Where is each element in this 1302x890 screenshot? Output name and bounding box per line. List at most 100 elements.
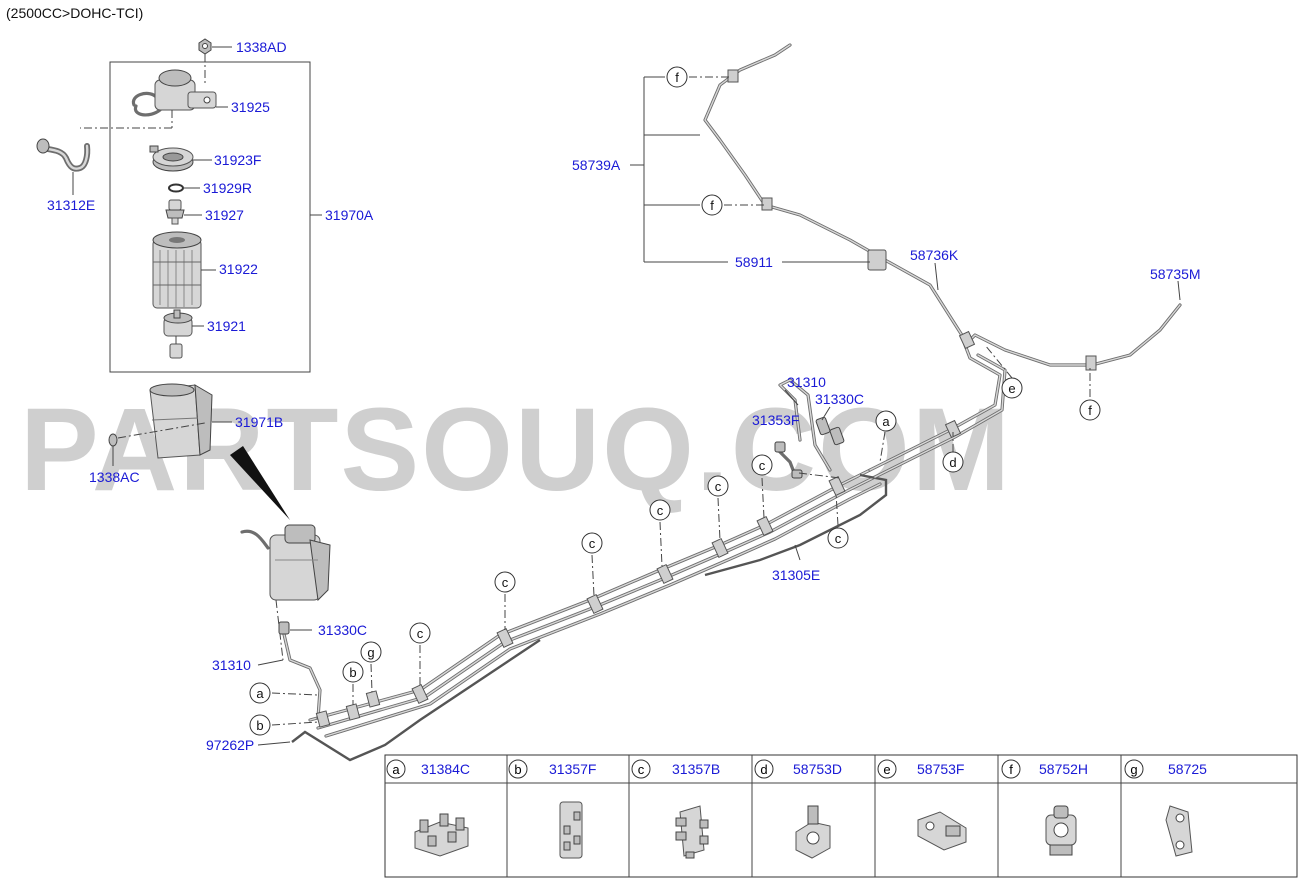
legend-part-d[interactable]: 58753D [793, 761, 842, 777]
svg-text:g: g [367, 645, 374, 660]
bubble-b-1: b [342, 661, 364, 683]
label-31971b[interactable]: 31971B [235, 414, 283, 430]
bubble-f-3: f [1079, 399, 1101, 421]
return-line-31305e [704, 473, 888, 577]
legend-part-a[interactable]: 31384C [421, 761, 470, 777]
return-line-lower [291, 639, 541, 762]
label-31312e[interactable]: 31312E [47, 197, 95, 213]
legend-part-g[interactable]: 58725 [1168, 761, 1207, 777]
svg-text:f: f [710, 198, 714, 213]
svg-text:e: e [883, 762, 890, 777]
clip-illustration-c [675, 805, 709, 859]
legend-part-e[interactable]: 58753F [917, 761, 964, 777]
clip-illustration-e [917, 811, 967, 851]
label-31927[interactable]: 31927 [205, 207, 244, 223]
bubble-a-low: a [249, 682, 271, 704]
svg-text:c: c [638, 762, 645, 777]
clip-illustration-b [559, 801, 583, 859]
pointer-wedge [230, 446, 290, 520]
installed-filter-assembly [240, 524, 331, 602]
legend-cell-g[interactable]: g 58725 [1124, 759, 1207, 779]
svg-text:b: b [514, 762, 521, 777]
bubble-d: d [942, 451, 964, 473]
svg-text:d: d [949, 455, 956, 470]
clip-illustration-d [795, 805, 831, 859]
pipe-31310-low [278, 621, 322, 720]
svg-text:f: f [675, 70, 679, 85]
legend-cell-c[interactable]: c 31357B [631, 759, 720, 779]
pipe-31310-top [778, 378, 845, 472]
label-31330c-top[interactable]: 31330C [815, 391, 864, 407]
svg-text:c: c [417, 626, 424, 641]
oring-31929r [168, 183, 184, 193]
bubble-c-4: c [649, 499, 671, 521]
bubble-g: g [360, 641, 382, 663]
label-1338ac[interactable]: 1338AC [89, 469, 140, 485]
bracket-31971b [149, 383, 213, 459]
filter-head-31925 [131, 69, 217, 117]
filter-element-31922 [152, 231, 202, 309]
bubble-f-1: f [666, 66, 688, 88]
filter-assembly-frame [109, 61, 311, 373]
bubble-f-2: f [701, 194, 723, 216]
svg-text:d: d [760, 762, 767, 777]
label-58736k[interactable]: 58736K [910, 247, 959, 263]
label-31305e[interactable]: 31305E [772, 567, 820, 583]
legend-cell-f[interactable]: f 58752H [1001, 759, 1088, 779]
bubble-c-1: c [751, 454, 773, 476]
label-31310-low[interactable]: 31310 [212, 657, 251, 673]
legend-part-b[interactable]: 31357F [549, 761, 596, 777]
svg-text:e: e [1008, 381, 1015, 396]
cap-31923f [149, 145, 194, 172]
legend-table: a 31384C b 31357F c 31357B d 58753D e 58… [384, 754, 1298, 878]
legend-part-c[interactable]: 31357B [672, 761, 720, 777]
sensor-31927 [165, 199, 185, 225]
label-31310-top[interactable]: 31310 [787, 374, 826, 390]
bubble-c-3: c [707, 475, 729, 497]
bubble-a-top: a [875, 410, 897, 432]
svg-text:a: a [256, 686, 264, 701]
legend-cell-e[interactable]: e 58753F [877, 759, 964, 779]
heater-31921 [163, 309, 193, 359]
label-31970a[interactable]: 31970A [325, 207, 374, 223]
hose-31353f [774, 441, 803, 479]
svg-text:a: a [882, 414, 890, 429]
clip-illustration-a [414, 813, 469, 857]
legend-cell-b[interactable]: b 31357F [508, 759, 596, 779]
svg-text:c: c [715, 479, 722, 494]
label-97262p[interactable]: 97262P [206, 737, 254, 753]
bubble-c-2: c [827, 527, 849, 549]
label-31925[interactable]: 31925 [231, 99, 270, 115]
clip-illustration-f [1045, 805, 1077, 856]
svg-text:c: c [835, 531, 842, 546]
label-1338ad[interactable]: 1338AD [236, 39, 287, 55]
bundle-clips [315, 69, 1097, 728]
label-31353f[interactable]: 31353F [752, 412, 799, 428]
label-58739a[interactable]: 58739A [572, 157, 621, 173]
svg-text:c: c [657, 503, 664, 518]
svg-text:f: f [1009, 762, 1013, 777]
label-31922[interactable]: 31922 [219, 261, 258, 277]
svg-text:f: f [1088, 403, 1092, 418]
label-58911[interactable]: 58911 [735, 254, 773, 270]
bubble-e: e [1001, 377, 1023, 399]
legend-cell-d[interactable]: d 58753D [754, 759, 842, 779]
label-31923f[interactable]: 31923F [214, 152, 261, 168]
label-31929r[interactable]: 31929R [203, 180, 252, 196]
svg-text:g: g [1130, 762, 1137, 777]
label-31921[interactable]: 31921 [207, 318, 246, 334]
clip-illustration-g [1165, 805, 1193, 857]
nut-1338ac [108, 433, 118, 447]
bubble-b-2: b [249, 714, 271, 736]
legend-cell-a[interactable]: a 31384C [386, 759, 470, 779]
bubble-c-7: c [409, 622, 431, 644]
label-31330c-low[interactable]: 31330C [318, 622, 367, 638]
bubble-c-5: c [581, 532, 603, 554]
legend-part-f[interactable]: 58752H [1039, 761, 1088, 777]
hose-31312e [36, 138, 91, 172]
bubble-c-6: c [494, 571, 516, 593]
svg-text:c: c [759, 458, 766, 473]
nut-1338ad [198, 38, 212, 55]
label-58735m[interactable]: 58735M [1150, 266, 1201, 282]
